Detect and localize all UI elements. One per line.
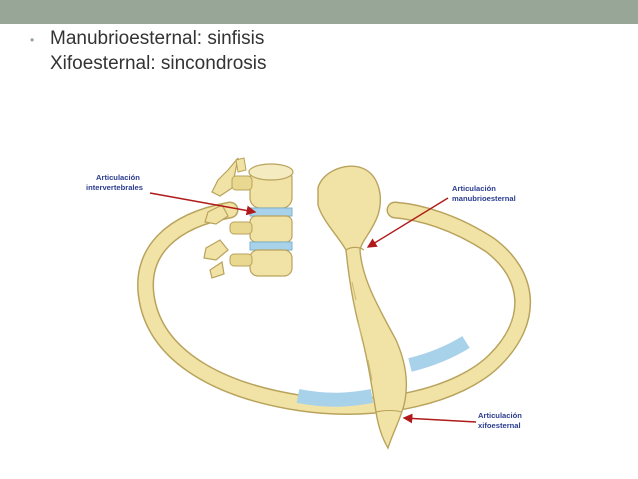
bullet-text-block: • Manubrioesternal: sinfisis Xifoesterna… <box>30 27 267 76</box>
bullet-dot: • <box>30 33 35 47</box>
label-manubrioesternal-line2: manubrioesternal <box>452 194 516 203</box>
label-arrows <box>149 192 477 424</box>
vertebral-column <box>203 157 294 279</box>
bullet-item: • Manubrioesternal: sinfisis <box>30 27 267 52</box>
arrow-intervertebral <box>149 192 257 216</box>
label-xifoesternal-line2: xifoesternal <box>478 421 521 430</box>
sternum <box>317 165 408 450</box>
label-manubrioesternal-line1: Articulación <box>452 184 496 193</box>
arrow-xifoesternal <box>402 413 477 424</box>
arrow-manubrioesternal <box>366 197 449 248</box>
bullet-line-xifoesternal: Xifoesternal: sincondrosis <box>50 53 267 74</box>
label-xifoesternal-line1: Articulación <box>478 411 522 420</box>
rib-ring <box>137 201 532 415</box>
costal-cartilage <box>296 336 470 407</box>
bullet-line-manubrioesternal: Manubrioesternal: sinfisis <box>50 28 265 49</box>
label-intervertebral-line1: Articulación <box>96 173 140 182</box>
header-bar <box>0 0 638 24</box>
label-intervertebral-line2: intervertebrales <box>86 183 143 192</box>
